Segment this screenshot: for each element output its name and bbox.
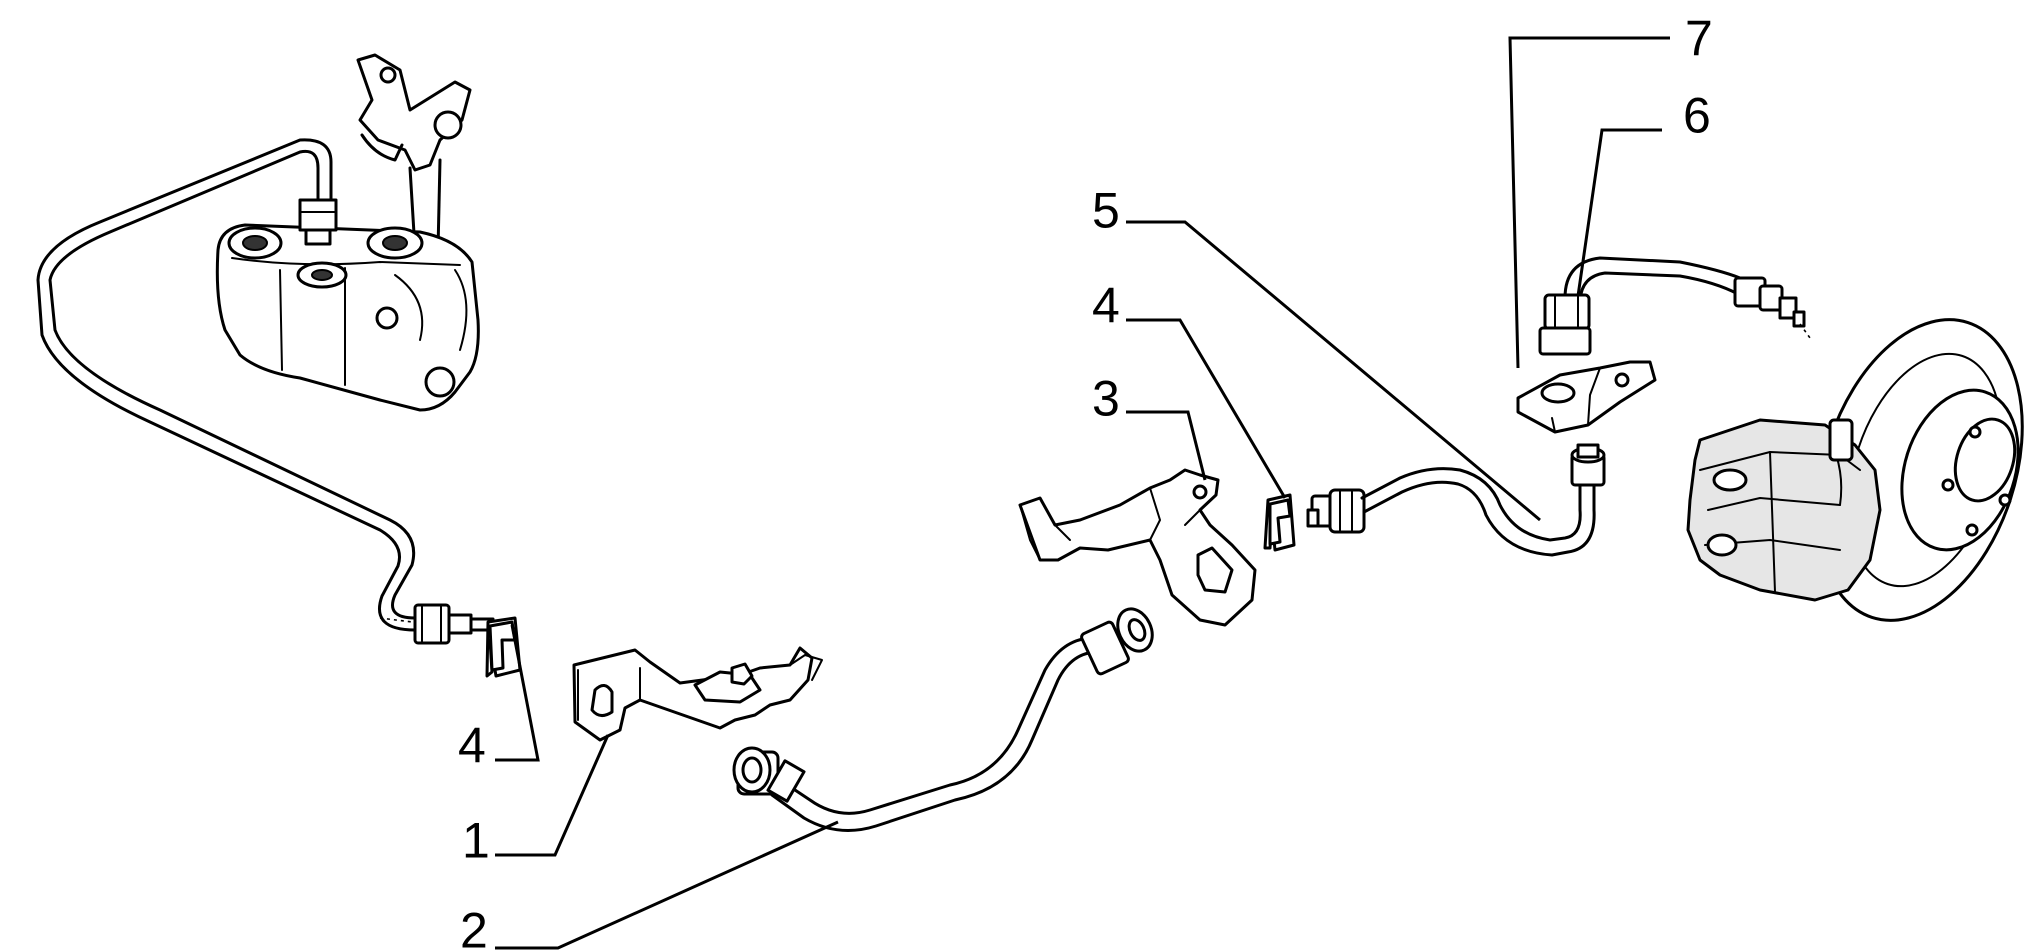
retaining-clip-right xyxy=(1263,493,1296,552)
bracket-1 xyxy=(572,646,823,742)
callout-7: 7 xyxy=(1685,11,1713,67)
callout-5: 5 xyxy=(1092,183,1120,239)
brake-caliper-and-disc xyxy=(1686,318,2024,622)
callout-labels: 7 6 5 4 3 4 1 2 xyxy=(458,11,1713,951)
flexible-brake-hose xyxy=(1538,256,1811,356)
callout-6: 6 xyxy=(1683,88,1711,144)
callout-4-right: 4 xyxy=(1092,278,1120,334)
bracket-3 xyxy=(1018,468,1257,627)
brake-pipe-right xyxy=(1306,443,1606,557)
callout-2: 2 xyxy=(460,903,488,951)
callout-1: 1 xyxy=(462,813,490,869)
hose-mounting-bracket xyxy=(1516,360,1657,434)
brake-pipe-middle xyxy=(732,607,1154,832)
callout-leaders xyxy=(495,36,1670,950)
callout-3: 3 xyxy=(1092,371,1120,427)
retaining-clip-left xyxy=(485,616,522,678)
brake-pressure-regulator xyxy=(215,53,480,412)
callout-4-left: 4 xyxy=(458,718,486,774)
brake-pipe-long xyxy=(36,138,495,645)
